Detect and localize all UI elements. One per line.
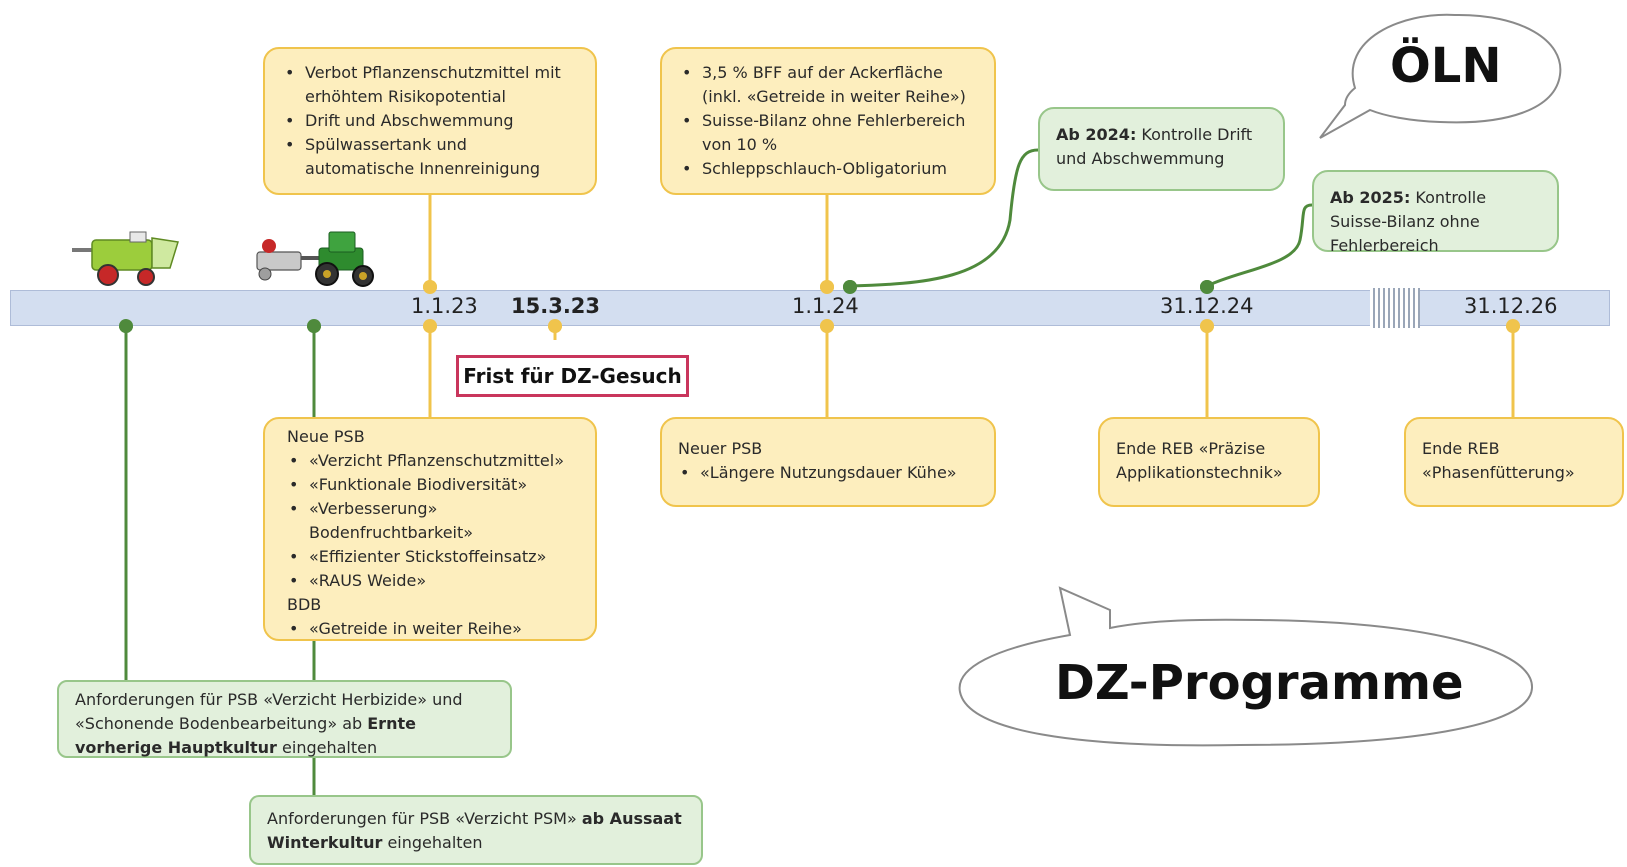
box-2024-end: Ende REB «Präzise Applikationstechnik» [1098,417,1320,507]
req-bold-text: Ernte vorherige Hauptkultur [75,714,416,757]
bullet-item: Drift und Abschwemmung [283,109,581,133]
control-year-label: Ab 2025: [1330,188,1411,207]
date-label-2: 15.3.23 [511,294,601,318]
bullet-item: Verbot Pflanzenschutzmittel mit erhöhtem… [283,61,581,109]
box-2024-bottom: Neuer PSB «Längere Nutzungsdauer Kühe» [660,417,996,507]
bullet-item: 3,5 % BFF auf der Ackerfläche (inkl. «Ge… [680,61,980,109]
bullet-item: «Funktionale Biodiversität» [287,473,581,497]
box-2024-top: 3,5 % BFF auf der Ackerfläche (inkl. «Ge… [660,47,996,195]
bullet-item: «RAUS Weide» [287,569,581,593]
oln-speech-bubble [1319,13,1562,139]
box-control-2025: Ab 2025: Kontrolle Suisse-Bilanz ohne Fe… [1312,170,1559,255]
box-header: BDB [287,595,322,614]
box-text: Ende REB «Phasenfütterung» [1422,439,1575,482]
timeline-bar [10,290,1610,326]
req-text-end: eingehalten [276,738,378,757]
bullet-item: «Getreide in weiter Reihe» [287,617,581,641]
box-harvest-requirements: Anforderungen für PSB «Verzicht Herbizid… [57,680,512,758]
box-2026-end: Ende REB «Phasenfütterung» [1404,417,1624,507]
req-text-end: eingehalten [382,833,483,852]
bullet-item: «Längere Nutzungsdauer Kühe» [678,461,980,485]
bullet-item: «Verzicht Pflanzenschutzmittel» [287,449,581,473]
req-text: Anforderungen für PSB «Verzicht Herbizid… [75,690,463,733]
dz-programme-label: DZ-Programme [1055,655,1464,711]
date-label-1: 1.1.23 [411,294,478,318]
box-header: Neue PSB [287,427,365,446]
oln-label: ÖLN [1390,38,1502,94]
box-sowing-requirements: Anforderungen für PSB «Verzicht PSM» ab … [249,795,703,865]
dz-speech-bubble [958,586,1534,747]
bullet-item: «Verbesserung» Bodenfruchtbarkeit» [287,497,581,545]
tractor-seeder-icon [256,231,374,287]
box-control-2024: Ab 2024: Kontrolle Drift und Abschwemmun… [1038,107,1285,191]
box-2023-top: Verbot Pflanzenschutzmittel mit erhöhtem… [263,47,597,195]
bullet-item: «Effizienter Stickstoffeinsatz» [287,545,581,569]
deadline-label: Frist für DZ-Gesuch [456,355,689,397]
req-bold-text: ab Aussaat Winterkultur [267,809,682,852]
yellow-connectors [428,195,1515,417]
date-label-3: 1.1.24 [792,294,859,318]
req-text: Anforderungen für PSB «Verzicht PSM» [267,809,582,828]
combine-harvester-icon [72,231,179,286]
control-text: Kontrolle Suisse-Bilanz ohne Fehlerberei… [1330,188,1487,255]
bullet-item: Schleppschlauch-Obligatorium [680,157,980,181]
date-label-4: 31.12.24 [1160,294,1254,318]
box-text: Ende REB «Präzise Applikationstechnik» [1116,439,1283,482]
box-header: Neuer PSB [678,439,763,458]
axis-break [1370,288,1420,328]
bullet-item: Spülwassertank und automatische Innenrei… [283,133,581,181]
date-label-5: 31.12.26 [1464,294,1558,318]
box-2023-bottom: Neue PSB «Verzicht Pflanzenschutzmittel»… [263,417,597,641]
control-text: Kontrolle Drift und Abschwemmung [1056,125,1253,168]
bullet-item: Suisse-Bilanz ohne Fehlerbereich von 10 … [680,109,980,157]
control-year-label: Ab 2024: [1056,125,1137,144]
